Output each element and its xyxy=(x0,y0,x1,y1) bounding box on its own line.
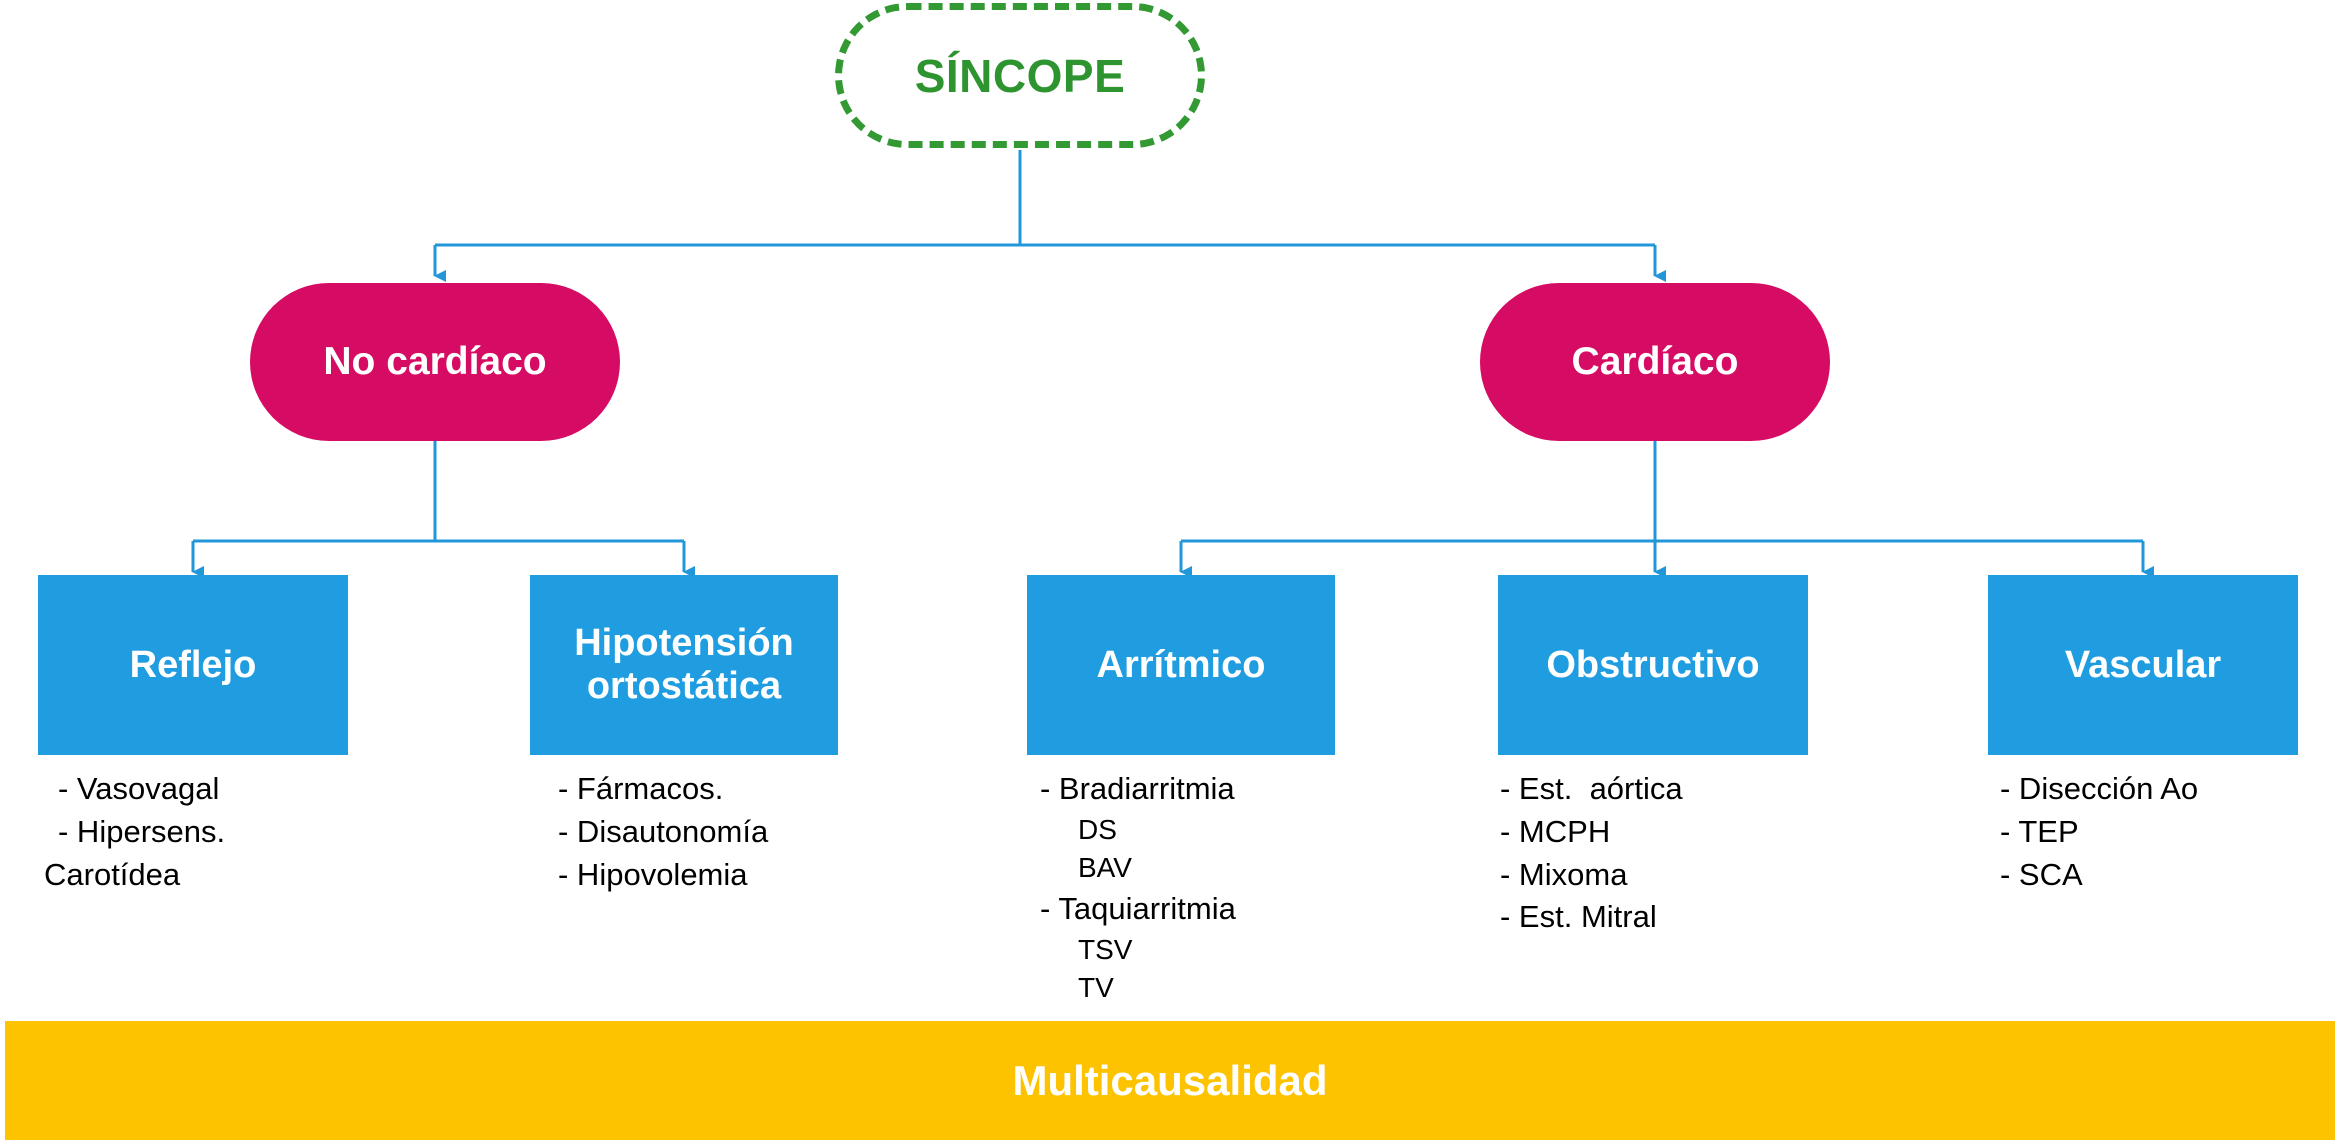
category-items-vascular: - Disección Ao - TEP - SCA xyxy=(2000,768,2340,896)
category-items-reflejo: - Vasovagal - Hipersens. Carotídea xyxy=(44,768,388,896)
branch-node-no-cardiaco[interactable]: No cardíaco xyxy=(250,283,620,441)
branch-node-cardiaco[interactable]: Cardíaco xyxy=(1480,283,1830,441)
root-node-sincope[interactable]: SÍNCOPE xyxy=(835,3,1205,148)
list-item: - Vasovagal xyxy=(58,771,220,806)
list-item: - Disección Ao xyxy=(2000,771,2199,806)
category-box-hipotension-ortostatica[interactable]: Hipotensión ortostática xyxy=(530,575,838,755)
list-item: - Mixoma xyxy=(1500,856,1628,892)
footer-bar-multicausalidad[interactable]: Multicausalidad xyxy=(5,1021,2335,1140)
category-box-reflejo[interactable]: Reflejo xyxy=(38,575,348,755)
category-box-label: Hipotensión ortostática xyxy=(574,622,794,707)
list-item: - Bradiarritmia xyxy=(1040,771,1235,806)
list-item: - Disautonomía xyxy=(558,813,769,849)
category-box-label: Arrítmico xyxy=(1096,643,1266,686)
category-items-arritmico: - Bradiarritmia DS BAV - Taquiarritmia T… xyxy=(1040,768,1380,1008)
list-item: TSV xyxy=(1078,933,1133,965)
category-box-label: Vascular xyxy=(2064,643,2222,686)
footer-bar-label: Multicausalidad xyxy=(1012,1056,1328,1104)
list-item: TV xyxy=(1078,972,1114,1004)
category-box-label: Reflejo xyxy=(129,643,257,686)
list-item: Carotídea xyxy=(44,856,181,892)
category-box-arritmico[interactable]: Arrítmico xyxy=(1027,575,1335,755)
category-items-hipotension-ortostatica: - Fármacos. - Disautonomía - Hipovolemia xyxy=(558,768,888,896)
list-item: - Fármacos. xyxy=(558,771,724,806)
branch-node-label: Cardíaco xyxy=(1571,340,1739,383)
list-item: BAV xyxy=(1078,852,1132,884)
category-box-vascular[interactable]: Vascular xyxy=(1988,575,2298,755)
list-item: - Hipersens. xyxy=(58,813,226,849)
branch-node-label: No cardíaco xyxy=(323,340,547,383)
list-item: - Hipovolemia xyxy=(558,856,748,892)
category-box-label: Obstructivo xyxy=(1546,643,1760,686)
list-item: - MCPH xyxy=(1500,813,1611,849)
list-item: - Est. aórtica xyxy=(1500,771,1683,806)
list-item: - Est. Mitral xyxy=(1500,899,1657,935)
list-item: - TEP xyxy=(2000,813,2079,849)
list-item: - SCA xyxy=(2000,856,2083,892)
root-node-label: SÍNCOPE xyxy=(914,49,1126,102)
category-box-obstructivo[interactable]: Obstructivo xyxy=(1498,575,1808,755)
list-item: - Taquiarritmia xyxy=(1040,891,1236,927)
category-items-obstructivo: - Est. aórtica - MCPH - Mixoma - Est. Mi… xyxy=(1500,768,1840,939)
list-item: DS xyxy=(1078,813,1117,845)
